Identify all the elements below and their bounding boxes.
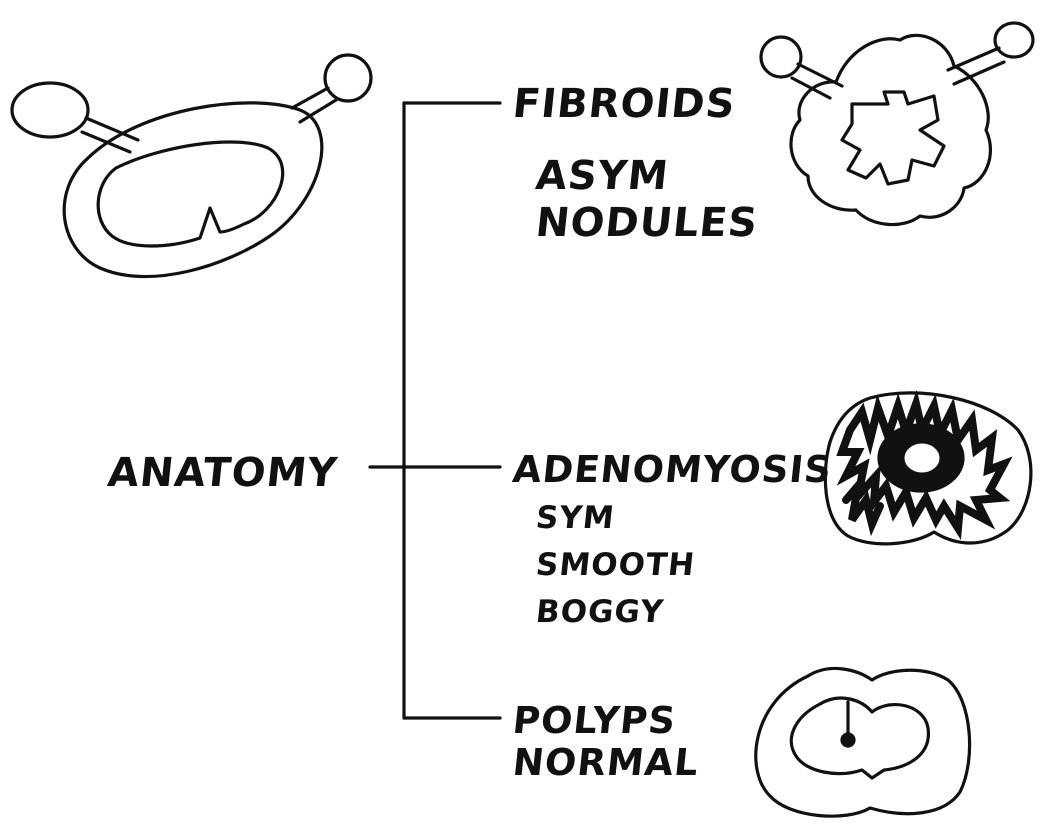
adenomyosis-uterus-icon xyxy=(823,389,1033,546)
fibroids-note-nodules: NODULES xyxy=(533,200,761,246)
tree-connectors xyxy=(368,101,502,720)
adenomyosis-note-boggy: BOGGY xyxy=(534,594,666,630)
adenomyosis-note-sym: SYM xyxy=(534,500,617,536)
branch-title-adenomyosis: ADENOMYOSIS xyxy=(510,448,835,491)
branch-title-polyps: POLYPS xyxy=(510,699,679,742)
root-label-anatomy: ANATOMY xyxy=(105,450,340,496)
polyp-uterus-icon xyxy=(754,666,972,818)
fibroid-uterus-icon xyxy=(759,21,1035,227)
branch-title-fibroids: FIBROIDS xyxy=(510,81,738,127)
normal-uterus-with-ovaries-icon xyxy=(10,53,373,279)
adenomyosis-note-smooth: SMOOTH xyxy=(534,547,697,583)
fibroids-note-asym: ASYM xyxy=(533,153,671,199)
polyps-note-normal: NORMAL xyxy=(510,741,702,784)
